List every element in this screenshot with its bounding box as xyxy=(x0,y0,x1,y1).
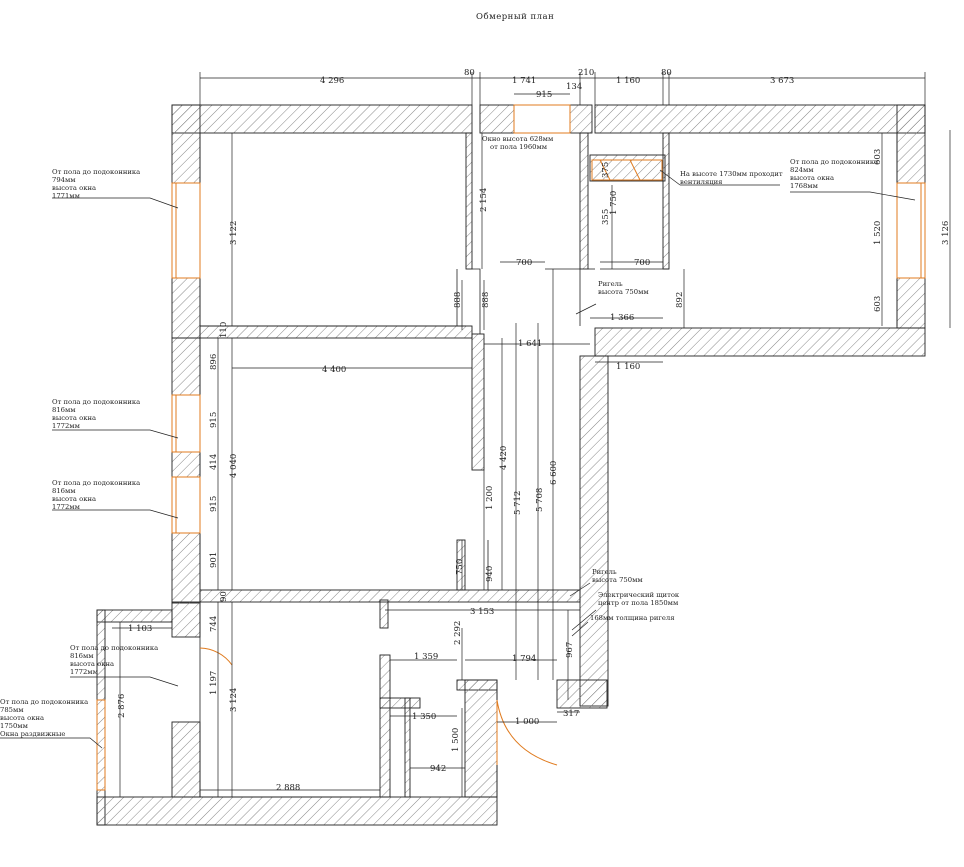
window-top xyxy=(513,104,571,134)
dim-h1359: 1 359 xyxy=(414,652,438,662)
dim-top-c: 1 741 xyxy=(512,76,536,86)
dim-h1350: 1 350 xyxy=(412,712,436,722)
dim-v90: 90 xyxy=(219,591,229,602)
dim-v414: 414 xyxy=(209,454,219,470)
dim-v1500: 1 500 xyxy=(451,728,461,752)
dim-v744: 744 xyxy=(209,616,219,632)
dim-h700b: 700 xyxy=(634,258,650,268)
dim-v1520: 1 520 xyxy=(873,221,883,245)
dim-v3126: 3 126 xyxy=(941,221,951,245)
dim-v110: 110 xyxy=(219,322,229,338)
dim-v967: 967 xyxy=(565,642,575,658)
dim-v896: 896 xyxy=(209,354,219,370)
dim-v1197: 1 197 xyxy=(209,671,219,695)
note-rigel-1: Ригель высота 750мм xyxy=(598,280,649,296)
dim-134: 134 xyxy=(566,82,582,92)
note-okno: Окно высота 628мм от пола 1960мм xyxy=(482,135,555,151)
walls xyxy=(96,104,926,826)
dim-v2292: 2 292 xyxy=(453,621,463,645)
note-win-l2: От пола до подоконника 816мм высота окна… xyxy=(52,398,142,430)
annotations: От пола до подоконника 794мм высота окна… xyxy=(0,135,880,738)
dim-v901: 901 xyxy=(209,552,219,568)
dim-h1366: 1 366 xyxy=(610,313,634,323)
dim-v892: 892 xyxy=(675,292,685,308)
note-rigel-thickness: 168мм толщина ригеля xyxy=(590,614,675,622)
dim-top-b: 80 xyxy=(464,68,475,78)
dim-v2154: 2 154 xyxy=(479,188,489,212)
dim-v5712: 5 712 xyxy=(513,491,523,515)
dim-h1641: 1 641 xyxy=(518,339,542,349)
dim-v2876: 2 876 xyxy=(117,694,127,718)
dim-top-g: 3 673 xyxy=(770,76,794,86)
dim-top-a: 4 296 xyxy=(320,76,344,86)
dim-v888b: 888 xyxy=(481,292,491,308)
window-kitchen-vent xyxy=(591,159,663,181)
window-right xyxy=(896,182,926,279)
dim-h3153: 3 153 xyxy=(470,607,494,617)
dim-h4400: 4 400 xyxy=(322,365,346,375)
dim-v915b: 915 xyxy=(209,496,219,512)
note-win-l5: От пола до подоконника 785мм высота окна… xyxy=(0,698,90,738)
dim-h1103: 1 103 xyxy=(128,624,152,634)
dim-h1794: 1 794 xyxy=(512,654,536,664)
dim-h2888: 2 888 xyxy=(276,783,300,793)
dim-h1160: 1 160 xyxy=(616,362,640,372)
window-left-2 xyxy=(171,394,201,453)
dim-top-d: 210 xyxy=(578,68,594,78)
window-left-1 xyxy=(171,182,201,279)
room-outlines xyxy=(199,133,898,798)
window-left-3 xyxy=(171,476,201,534)
dim-v4420: 4 420 xyxy=(499,446,509,470)
dim-v1200: 1 200 xyxy=(485,486,495,510)
door-swing-2 xyxy=(496,699,558,766)
dim-top-e: 1 160 xyxy=(616,76,640,86)
plan-title: Обмерный план xyxy=(476,12,555,22)
dim-v888a: 888 xyxy=(453,292,463,308)
dim-v3122: 3 122 xyxy=(229,221,239,245)
dim-915-top: 915 xyxy=(536,90,552,100)
leader-lines xyxy=(0,169,916,749)
dim-v1750: 1 750 xyxy=(609,191,619,215)
dim-v5708: 5 708 xyxy=(535,488,545,512)
dim-v603b: 603 xyxy=(873,296,883,312)
dim-v375: 375 xyxy=(601,162,611,178)
dim-v355: 355 xyxy=(601,209,611,225)
dim-v4040: 4 040 xyxy=(229,454,239,478)
note-win-tl: От пола до подоконника 794мм высота окна… xyxy=(52,168,142,200)
dim-h317: 317 xyxy=(563,709,579,719)
note-win-tr: От пола до подоконника 824мм высота окна… xyxy=(790,158,880,190)
dim-v940: 940 xyxy=(485,566,495,582)
dim-h1000: 1 000 xyxy=(515,717,539,727)
dim-top-f: 80 xyxy=(661,68,672,78)
windows xyxy=(96,104,926,791)
door-swing-1 xyxy=(199,647,233,666)
window-lower-left xyxy=(96,699,106,791)
dim-h700a: 700 xyxy=(516,258,532,268)
dim-v3124: 3 124 xyxy=(229,688,239,712)
dimension-lines xyxy=(112,72,951,797)
note-shield: Электрический щиток центр от пола 1850мм xyxy=(598,591,681,607)
note-vent: На высоте 1730мм проходит вентиляция xyxy=(680,170,785,186)
dim-v6600: 6 600 xyxy=(549,461,559,485)
dim-v603a: 603 xyxy=(873,149,883,165)
dim-h942: 942 xyxy=(430,764,446,774)
dim-v750: 750 xyxy=(455,559,465,575)
note-win-l4: От пола до подоконника 816мм высота окна… xyxy=(70,644,160,676)
dim-v915a: 915 xyxy=(209,412,219,428)
note-rigel-2: Ригель высота 750мм xyxy=(592,568,643,584)
dimension-labels: 4 296 80 1 741 210 1 160 80 3 673 915 13… xyxy=(117,68,951,793)
note-win-l3: От пола до подоконника 816мм высота окна… xyxy=(52,479,142,511)
